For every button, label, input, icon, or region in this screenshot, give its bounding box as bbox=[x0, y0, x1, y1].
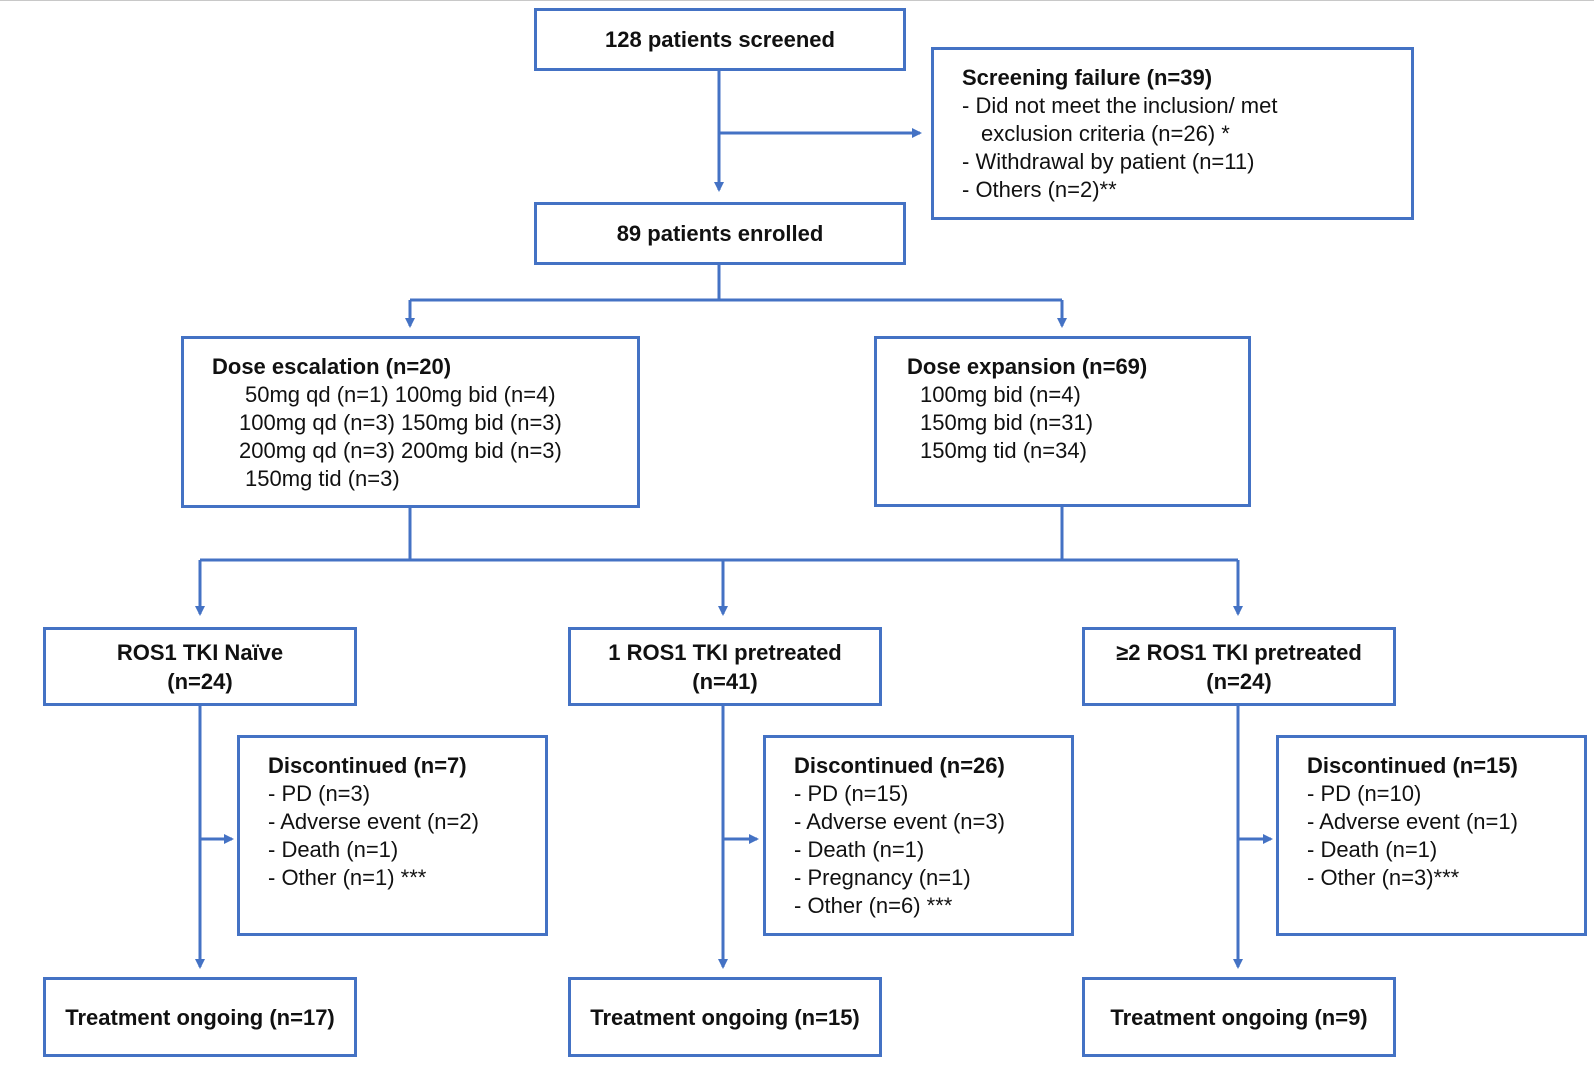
cohort-title: ROS1 TKI Naïve bbox=[116, 639, 284, 665]
screening-failure-title: Screening failure (n=39) bbox=[962, 65, 1213, 90]
discontinued-line: - Adverse event (n=1) bbox=[1307, 809, 1518, 834]
discontinued-line: - Adverse event (n=3) bbox=[794, 809, 1005, 834]
discontinued-title: Discontinued (n=26) bbox=[794, 753, 1005, 778]
discontinued-line: - Other (n=1) *** bbox=[268, 865, 427, 890]
ongoing-title: Treatment ongoing (n=17) bbox=[65, 1004, 335, 1030]
dose-escalation-line: 50mg qd (n=1) 100mg bid (n=4) bbox=[245, 382, 556, 407]
cohort-box-naive: ROS1 TKI Naïve (n=24) bbox=[43, 627, 357, 706]
dose-escalation-line: 150mg tid (n=3) bbox=[245, 466, 400, 491]
ongoing-box-1-tki: Treatment ongoing (n=15) bbox=[568, 977, 882, 1057]
dose-expansion-line: 150mg tid (n=34) bbox=[920, 438, 1087, 463]
ongoing-title: Treatment ongoing (n=9) bbox=[1110, 1004, 1368, 1030]
cohort-box-1-tki: 1 ROS1 TKI pretreated (n=41) bbox=[568, 627, 882, 706]
dose-escalation-title: Dose escalation (n=20) bbox=[212, 354, 452, 379]
discontinued-box-1-tki: Discontinued (n=26) - PD (n=15) - Advers… bbox=[763, 735, 1074, 936]
discontinued-line: - Other (n=3)*** bbox=[1307, 865, 1460, 890]
cohort-title: ≥2 ROS1 TKI pretreated bbox=[1116, 639, 1362, 665]
screening-failure-line: exclusion criteria (n=26) * bbox=[981, 121, 1230, 146]
ongoing-box-2-tki: Treatment ongoing (n=9) bbox=[1082, 977, 1396, 1057]
dose-escalation-line: 200mg qd (n=3) 200mg bid (n=3) bbox=[239, 438, 562, 463]
cohort-count: (n=24) bbox=[1206, 668, 1272, 694]
ongoing-box-naive: Treatment ongoing (n=17) bbox=[43, 977, 357, 1057]
screening-failure-line: - Withdrawal by patient (n=11) bbox=[962, 149, 1255, 174]
cohort-title: 1 ROS1 TKI pretreated bbox=[608, 639, 842, 665]
screening-failure-box: Screening failure (n=39) - Did not meet … bbox=[931, 47, 1414, 220]
dose-escalation-box: Dose escalation (n=20) 50mg qd (n=1) 100… bbox=[181, 336, 640, 508]
dose-expansion-line: 150mg bid (n=31) bbox=[920, 410, 1094, 435]
discontinued-box-naive: Discontinued (n=7) - PD (n=3) - Adverse … bbox=[237, 735, 548, 936]
discontinued-line: - Death (n=1) bbox=[268, 837, 399, 862]
discontinued-title: Discontinued (n=7) bbox=[268, 753, 467, 778]
discontinued-line: - Death (n=1) bbox=[794, 837, 925, 862]
dose-expansion-line: 100mg bid (n=4) bbox=[920, 382, 1081, 407]
discontinued-line: - Other (n=6) *** bbox=[794, 893, 953, 918]
discontinued-title: Discontinued (n=15) bbox=[1307, 753, 1518, 778]
cohort-count: (n=41) bbox=[692, 668, 758, 694]
discontinued-line: - PD (n=15) bbox=[794, 781, 909, 806]
dose-expansion-box: Dose expansion (n=69) 100mg bid (n=4) 15… bbox=[874, 336, 1251, 507]
discontinued-line: - PD (n=3) bbox=[268, 781, 371, 806]
discontinued-box-2-tki: Discontinued (n=15) - PD (n=10) - Advers… bbox=[1276, 735, 1587, 936]
enrolled-title: 89 patients enrolled bbox=[616, 221, 824, 246]
cohort-count: (n=24) bbox=[167, 668, 233, 694]
ongoing-title: Treatment ongoing (n=15) bbox=[590, 1004, 860, 1030]
enrolled-box: 89 patients enrolled bbox=[534, 202, 906, 265]
discontinued-line: - Adverse event (n=2) bbox=[268, 809, 479, 834]
discontinued-line: - PD (n=10) bbox=[1307, 781, 1422, 806]
top-border-line bbox=[0, 0, 1594, 1]
screening-failure-line: - Did not meet the inclusion/ met bbox=[962, 93, 1278, 118]
discontinued-line: - Death (n=1) bbox=[1307, 837, 1438, 862]
screening-failure-line: - Others (n=2)** bbox=[962, 177, 1117, 202]
screened-title: 128 patients screened bbox=[605, 27, 835, 52]
discontinued-line: - Pregnancy (n=1) bbox=[794, 865, 971, 890]
dose-escalation-line: 100mg qd (n=3) 150mg bid (n=3) bbox=[239, 410, 562, 435]
cohort-box-2-tki: ≥2 ROS1 TKI pretreated (n=24) bbox=[1082, 627, 1396, 706]
screened-box: 128 patients screened bbox=[534, 8, 906, 71]
dose-expansion-title: Dose expansion (n=69) bbox=[907, 354, 1148, 379]
